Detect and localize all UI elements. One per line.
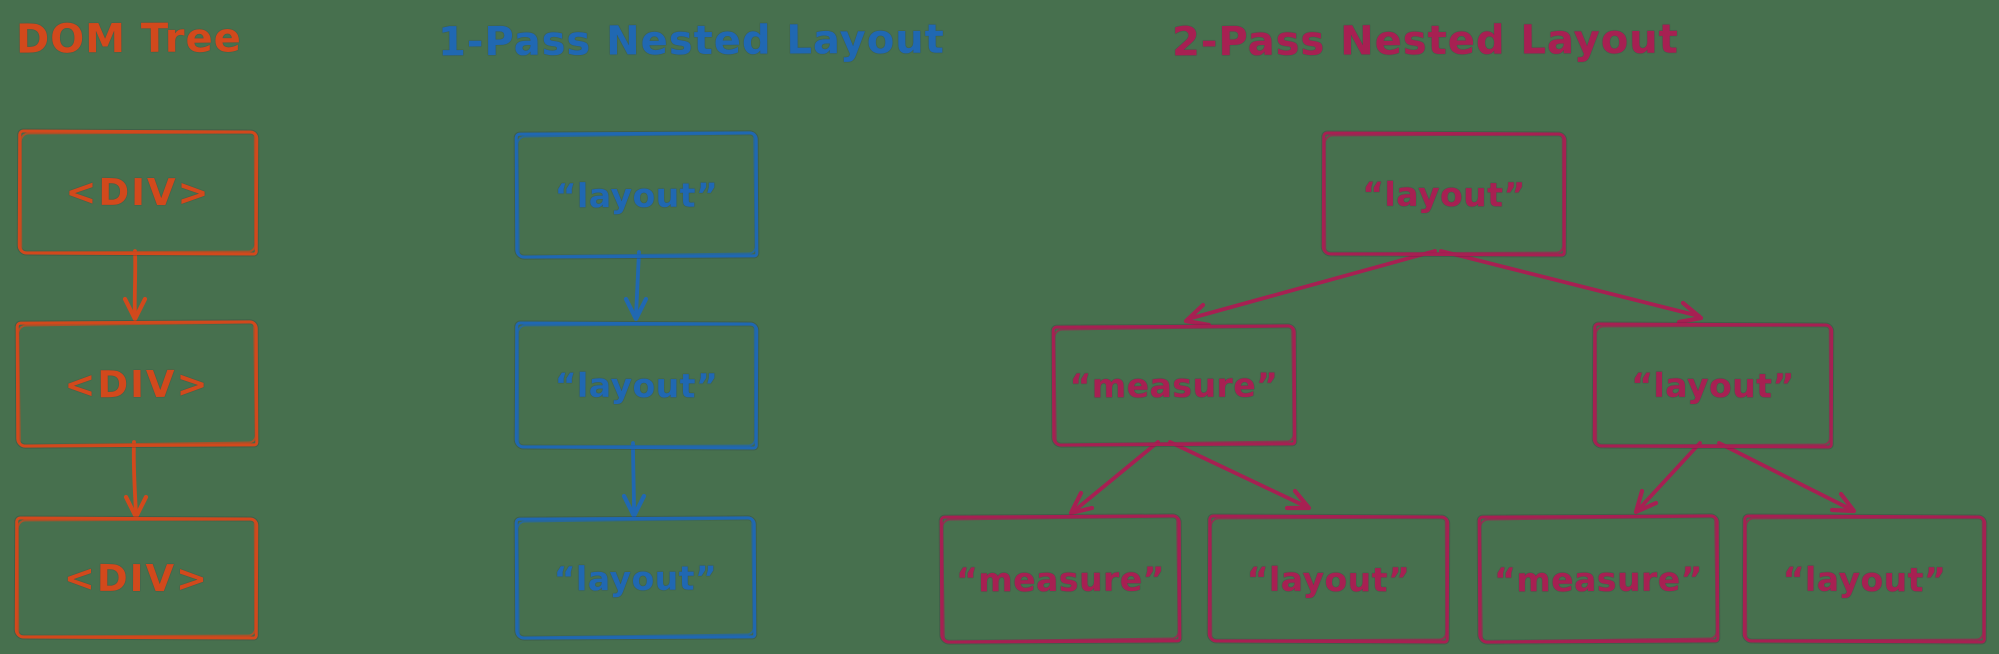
dom-node-3-label: <DIV> bbox=[63, 556, 210, 600]
arrowhead-icon-div2-div3 bbox=[123, 494, 149, 520]
two-pass-root-node: “layout” bbox=[1321, 131, 1567, 257]
arrowhead-icon-root-layout bbox=[1676, 300, 1704, 325]
arrowhead-icon-measure-measure bbox=[1068, 490, 1095, 516]
two-pass-leaf-4-label: “layout” bbox=[1782, 559, 1947, 599]
two-pass-leaf-2: “layout” bbox=[1207, 514, 1450, 644]
one-pass-node-3-label: “layout” bbox=[553, 558, 718, 598]
two-pass-left-label: “measure” bbox=[1069, 365, 1279, 406]
arrowhead-icon-layout2-layout3 bbox=[621, 493, 647, 519]
arrow-line-layout1-layout2 bbox=[634, 250, 641, 318]
one-pass-node-3: “layout” bbox=[514, 516, 757, 640]
two-pass-title: 2-Pass Nested Layout bbox=[1171, 16, 1679, 66]
arrow-line-layout-measure bbox=[1636, 441, 1702, 512]
arrowhead-icon-layout1-layout2 bbox=[623, 296, 649, 322]
dom-tree-title: DOM Tree bbox=[15, 15, 242, 63]
dom-node-1-label: <DIV> bbox=[65, 170, 211, 215]
two-pass-leaf-1-label: “measure” bbox=[956, 558, 1165, 600]
arrow-line-root-layout bbox=[1439, 249, 1701, 318]
arrow-line-layout-layout bbox=[1717, 441, 1854, 512]
one-pass-node-1: “layout” bbox=[514, 131, 759, 259]
two-pass-right-node: “layout” bbox=[1592, 322, 1834, 449]
arrowhead-icon-root-measure bbox=[1183, 302, 1212, 328]
arrow-line-div1-div2 bbox=[132, 249, 138, 318]
two-pass-leaf-1: “measure” bbox=[939, 514, 1182, 644]
arrowhead-icon-layout-layout bbox=[1829, 491, 1857, 514]
dom-node-1: <DIV> bbox=[17, 129, 259, 256]
arrow-line-measure-layout bbox=[1168, 440, 1309, 509]
two-pass-leaf-4: “layout” bbox=[1742, 514, 1987, 644]
two-pass-root-label: “layout” bbox=[1362, 174, 1526, 214]
one-pass-node-2-label: “layout” bbox=[554, 365, 719, 406]
dom-node-3: <DIV> bbox=[14, 516, 259, 640]
arrow-line-layout2-layout3 bbox=[631, 441, 636, 515]
two-pass-leaf-3-label: “measure” bbox=[1494, 558, 1703, 600]
one-pass-node-1-label: “layout” bbox=[554, 175, 719, 215]
two-pass-left-node: “measure” bbox=[1051, 324, 1297, 447]
arrow-line-div2-div3 bbox=[131, 440, 138, 516]
one-pass-node-2: “layout” bbox=[514, 321, 759, 450]
arrow-line-root-measure bbox=[1186, 249, 1437, 321]
arrowhead-icon-measure-layout bbox=[1284, 488, 1312, 511]
one-pass-title: 1-Pass Nested Layout bbox=[437, 16, 945, 66]
arrow-line-measure-measure bbox=[1072, 440, 1160, 513]
dom-node-2-label: <DIV> bbox=[64, 362, 210, 406]
arrowhead-icon-layout-measure bbox=[1633, 488, 1659, 515]
arrowhead-icon-div1-div2 bbox=[122, 296, 148, 322]
two-pass-leaf-2-label: “layout” bbox=[1246, 559, 1411, 599]
two-pass-right-label: “layout” bbox=[1631, 365, 1795, 406]
dom-node-2: <DIV> bbox=[15, 320, 259, 448]
two-pass-leaf-3: “measure” bbox=[1477, 514, 1720, 644]
